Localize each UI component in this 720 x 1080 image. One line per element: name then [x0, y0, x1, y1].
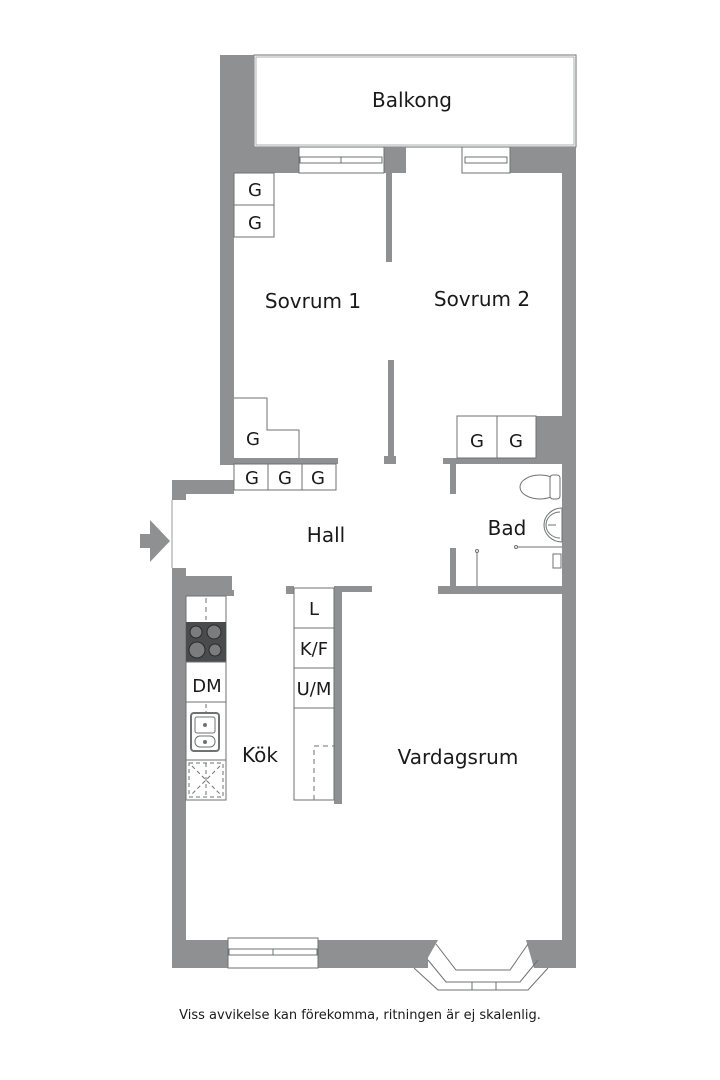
washbasin-icon: [543, 507, 563, 543]
kitchen-left-unit: [185, 595, 227, 801]
walls: [172, 55, 576, 968]
closet-label: G: [311, 468, 325, 489]
room-label-sovrum1: Sovrum 1: [265, 289, 361, 313]
room-label-hall: Hall: [307, 523, 345, 547]
toilet-icon: [519, 474, 561, 500]
windows: [227, 146, 549, 991]
room-label-balkong: Balkong: [372, 88, 452, 112]
room-label-kok: Kök: [242, 743, 278, 767]
closets: [233, 172, 537, 491]
shower-icon: [475, 545, 562, 586]
closet-label: G: [248, 213, 262, 234]
kitchen-right-unit: [293, 587, 335, 801]
room-label-vardagsrum: Vardagsrum: [398, 745, 519, 769]
dishwasher-label: DM: [192, 676, 221, 697]
kitchen-unit-label: U/M: [297, 679, 332, 700]
sink-icon: [190, 712, 220, 752]
bathroom-fixtures: [475, 474, 563, 586]
kitchen-unit-label: L: [309, 599, 319, 620]
closet-label: G: [246, 429, 260, 450]
disclaimer-text: Viss avvikelse kan förekomma, ritningen …: [179, 1008, 541, 1023]
closet-label: G: [470, 431, 484, 452]
closet-label: G: [248, 180, 262, 201]
room-label-bad: Bad: [488, 516, 527, 540]
kitchen-unit-label: K/F: [300, 639, 328, 660]
closet-label: G: [278, 468, 292, 489]
closet-label: G: [509, 431, 523, 452]
room-label-sovrum2: Sovrum 2: [434, 287, 530, 311]
balcony: [253, 54, 577, 148]
closet-label: G: [245, 468, 259, 489]
cabinet-icon: [188, 762, 224, 798]
stove-icon: [186, 622, 226, 662]
arrow-right-icon: [140, 520, 170, 562]
